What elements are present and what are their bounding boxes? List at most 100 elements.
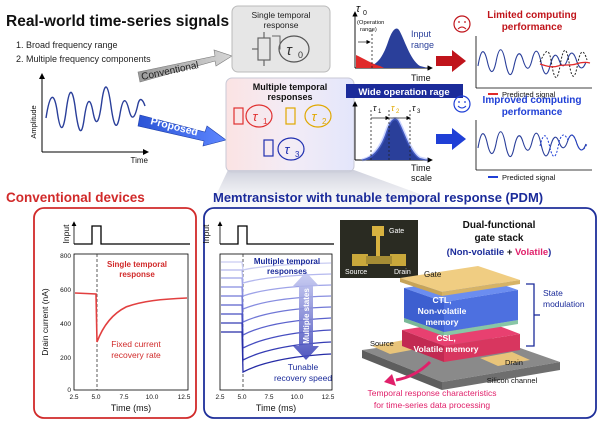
conv-ann-1a: Single temporal xyxy=(107,260,167,269)
time-scale-label-top-1: Time xyxy=(411,73,431,83)
ctl-label-3: memory xyxy=(425,317,458,327)
time-scale-label-bottom-2: scale xyxy=(411,173,432,183)
proposed-label: Proposed xyxy=(149,115,199,138)
red-arrow xyxy=(436,50,466,72)
signal-x-label: Time xyxy=(131,156,149,165)
conv-ann-2a: Fixed current xyxy=(111,339,161,349)
bottom-caption-1: Temporal response characteristics xyxy=(368,388,497,398)
pdm-xtick-5: 12.5 xyxy=(322,394,335,401)
limited-label-2: performance xyxy=(502,22,563,33)
multiple-states-arrow: Multiple states xyxy=(293,272,319,360)
tau3-sub: 3 xyxy=(295,150,300,159)
single-response-label-1: Single temporal xyxy=(251,10,310,20)
tau3-group: τ 3 xyxy=(263,137,305,161)
stack-source-label: Source xyxy=(370,339,394,348)
state-modulation-label-2: modulation xyxy=(543,299,585,309)
input-range-label-2: range xyxy=(411,40,434,50)
pdm-ann-2a: Tunable xyxy=(288,362,319,372)
pdm-ann-2b: recovery speed xyxy=(274,373,332,383)
tau1-sub: 1 xyxy=(263,117,268,126)
rparen: ) xyxy=(548,247,551,258)
signal-y-label: Amplitude xyxy=(29,105,38,138)
limited-signal-plot: Predicted signal xyxy=(475,36,592,99)
blue-arrow xyxy=(436,128,466,150)
tau2-sub: 2 xyxy=(322,117,327,126)
limited-legend: Predicted signal xyxy=(502,90,556,99)
pdm-xtick-4: 10.0 xyxy=(291,394,304,401)
csl-label-2: Volatile memory xyxy=(413,344,478,354)
conv-xtick-4: 10.0 xyxy=(146,394,159,401)
input-signal-plot: Amplitude Time xyxy=(29,73,149,165)
photo-drain-label: Drain xyxy=(394,269,411,276)
conv-ytick-800: 800 xyxy=(60,253,71,260)
conv-xtick-1: 2.5 xyxy=(69,394,78,401)
tau0-symbol: τ xyxy=(286,42,293,59)
conventional-arrow: Conventional xyxy=(137,49,233,83)
stack-title-2: gate stack xyxy=(475,233,524,244)
op-tau0-sub: 0 xyxy=(363,10,367,17)
conv-xtick-2: 5.0 xyxy=(91,394,100,401)
time-scale-label-bottom-1: Time xyxy=(411,163,431,173)
conv-input-label: Input xyxy=(61,224,71,244)
sad-face-icon xyxy=(453,15,471,33)
conv-xtick-5: 12.5 xyxy=(178,394,191,401)
conv-ytick-0: 0 xyxy=(67,387,71,394)
conv-xlabel: Time (ms) xyxy=(111,403,151,413)
conventional-panel-title: Conventional devices xyxy=(6,190,145,205)
operation-range-top: τ 0 (Operation range) Input range Time s… xyxy=(352,3,434,93)
zoom-fan xyxy=(210,170,458,208)
photo-gate-label: Gate xyxy=(389,228,404,235)
wide-range-distribution xyxy=(360,118,428,160)
multiple-responses-label-1: Multiple temporal xyxy=(253,82,328,92)
wide-range-banner-bg xyxy=(346,84,463,98)
lparen: ( xyxy=(447,247,451,258)
wide-tau3-sub: 3 xyxy=(417,109,421,115)
ctl-label-2: Non-volatile xyxy=(418,306,467,316)
operation-range-bottom: τ 1 τ 2 τ 3 Time scale xyxy=(352,101,433,183)
tau2-group: τ 2 xyxy=(285,104,332,128)
tau2-symbol: τ xyxy=(312,109,318,124)
input-range-label-1: Input xyxy=(411,29,432,39)
single-response-label-2: response xyxy=(264,20,299,30)
stack-subtitle: (Non-volatile + Volatile) xyxy=(447,247,552,258)
proposed-arrow: Proposed xyxy=(137,114,227,147)
pdm-xtick-3: 7.5 xyxy=(264,394,273,401)
pdm-panel: Memtransistor with tunable temporal resp… xyxy=(201,190,597,419)
op-range-label-1: (Operation xyxy=(357,20,384,26)
pdm-panel-title: Memtransistor with tunable temporal resp… xyxy=(213,190,543,205)
pdm-xlabel: Time (ms) xyxy=(256,403,296,413)
pdm-input-label: Input xyxy=(201,224,211,244)
pdm-xtick-2: 5.0 xyxy=(237,394,246,401)
plus-sign: + xyxy=(504,247,515,258)
pdm-ann-1b: responses xyxy=(267,267,308,276)
conv-xtick-3: 7.5 xyxy=(119,394,128,401)
pdm-ann-1a: Multiple temporal xyxy=(254,257,320,266)
multiple-responses-box: Multiple temporal responses τ 1 τ 2 τ 3 xyxy=(225,77,355,173)
multiple-responses-label-2: responses xyxy=(267,92,312,102)
single-response-box: Single temporal response τ 0 xyxy=(231,5,331,73)
photo-source-label: Source xyxy=(345,269,367,276)
improved-label-1: Improved computing xyxy=(483,95,582,106)
pdm-xtick-1: 2.5 xyxy=(215,394,224,401)
conv-ytick-400: 400 xyxy=(60,321,71,328)
stack-title: Dual-functional xyxy=(463,220,536,231)
multiple-states-label: Multiple states xyxy=(302,288,311,344)
tau1-group: τ 1 xyxy=(233,104,273,128)
wide-tau3: τ xyxy=(412,103,416,113)
wide-tau2-sub: 2 xyxy=(396,109,400,115)
improved-predicted-signal xyxy=(539,134,588,157)
limited-predicted-signal xyxy=(539,50,588,78)
improved-signal-plot: Predicted signal xyxy=(475,120,592,182)
wide-tau1-sub: 1 xyxy=(378,109,382,115)
volatile-label: Volatile xyxy=(515,247,548,258)
conv-ann-2b: recovery rate xyxy=(111,350,161,360)
gate-stack xyxy=(362,266,560,390)
happy-face-icon xyxy=(453,95,471,113)
input-signal-wave xyxy=(45,86,146,132)
main-title: Real-world time-series signals xyxy=(6,13,229,30)
bottom-caption-2: for time-series data processing xyxy=(374,400,490,410)
tau0-sub: 0 xyxy=(298,50,303,60)
limited-label-1: Limited computing xyxy=(487,10,576,21)
tau3-symbol: τ xyxy=(285,142,291,157)
